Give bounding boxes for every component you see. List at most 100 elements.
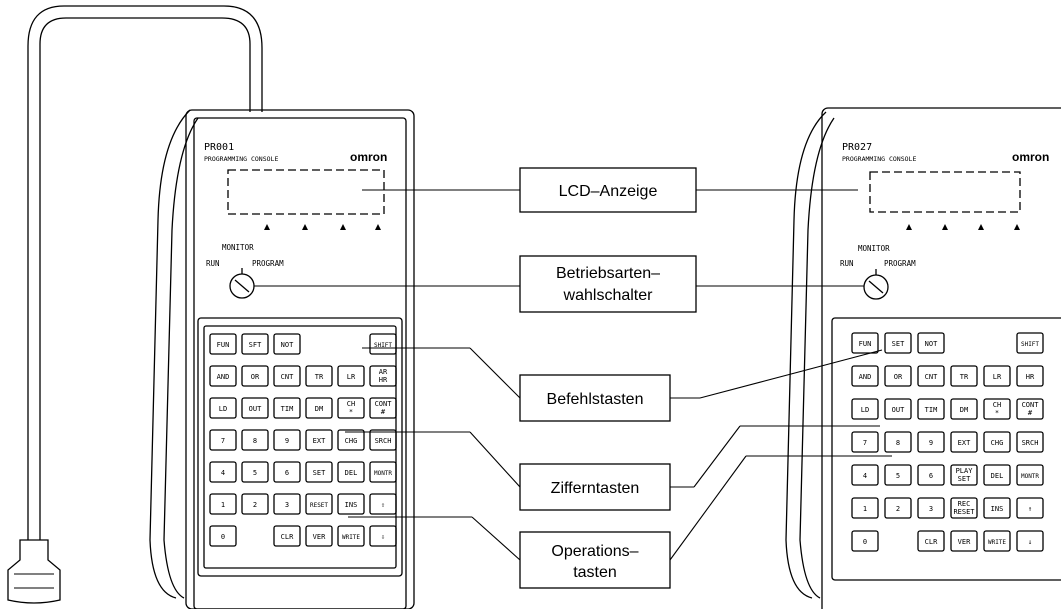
key-or[interactable]: OR <box>884 365 912 387</box>
key-0[interactable]: 0 <box>851 530 879 552</box>
key-label: NOT <box>281 341 294 349</box>
key-label: AND <box>859 373 872 381</box>
key-↓[interactable]: ↓ <box>1016 530 1044 552</box>
key-⇩[interactable]: ⇩ <box>369 525 397 547</box>
key-ch-*[interactable]: CH* <box>983 398 1011 420</box>
key-not[interactable]: NOT <box>273 333 301 355</box>
key-del[interactable]: DEL <box>337 461 365 483</box>
key-ver[interactable]: VER <box>305 525 333 547</box>
key-srch[interactable]: SRCH <box>369 429 397 451</box>
key-clr[interactable]: CLR <box>917 530 945 552</box>
key-write[interactable]: WRITE <box>983 530 1011 552</box>
key-label: LD <box>861 406 869 414</box>
key-5[interactable]: 5 <box>241 461 269 483</box>
key-0[interactable]: 0 <box>209 525 237 547</box>
console-body <box>185 109 415 609</box>
key-fun[interactable]: FUN <box>851 332 879 354</box>
key-3[interactable]: 3 <box>273 493 301 515</box>
key-label: LD <box>219 405 227 413</box>
key-label: 1 <box>863 505 867 513</box>
key-3[interactable]: 3 <box>917 497 945 519</box>
key-ins[interactable]: INS <box>337 493 365 515</box>
key-label: AND <box>217 373 230 381</box>
key-tr[interactable]: TR <box>950 365 978 387</box>
key-8[interactable]: 8 <box>241 429 269 451</box>
key-6[interactable]: 6 <box>273 461 301 483</box>
key-and[interactable]: AND <box>851 365 879 387</box>
key-7[interactable]: 7 <box>209 429 237 451</box>
key-dm[interactable]: DM <box>950 398 978 420</box>
key-cnt[interactable]: CNT <box>273 365 301 387</box>
key-ext[interactable]: EXT <box>305 429 333 451</box>
key-montr[interactable]: MONTR <box>1016 464 1044 486</box>
key-cont-#[interactable]: CONT# <box>369 397 397 419</box>
key-5[interactable]: 5 <box>884 464 912 486</box>
key-or[interactable]: OR <box>241 365 269 387</box>
key-cnt[interactable]: CNT <box>917 365 945 387</box>
key-chg[interactable]: CHG <box>337 429 365 451</box>
key-set[interactable]: SET <box>305 461 333 483</box>
key-label: AR <box>379 368 388 376</box>
key-chg[interactable]: CHG <box>983 431 1011 453</box>
key-label: NOT <box>925 340 938 348</box>
key-fun[interactable]: FUN <box>209 333 237 355</box>
key-2[interactable]: 2 <box>241 493 269 515</box>
key-tim[interactable]: TIM <box>273 397 301 419</box>
key-9[interactable]: 9 <box>273 429 301 451</box>
key-clr[interactable]: CLR <box>273 525 301 547</box>
key-4[interactable]: 4 <box>209 461 237 483</box>
key-set[interactable]: SET <box>884 332 912 354</box>
key-label: 2 <box>896 505 900 513</box>
key-srch[interactable]: SRCH <box>1016 431 1044 453</box>
key-label: # <box>1028 409 1033 417</box>
key-2[interactable]: 2 <box>884 497 912 519</box>
key-label: CH <box>347 400 355 408</box>
key-tr[interactable]: TR <box>305 365 333 387</box>
key-↑[interactable]: ↑ <box>1016 497 1044 519</box>
key-label: VER <box>313 533 326 541</box>
keypad-frame <box>831 317 1061 581</box>
key-⇧[interactable]: ⇧ <box>369 493 397 515</box>
key-cont-#[interactable]: CONT# <box>1016 398 1044 420</box>
key-write[interactable]: WRITE <box>337 525 365 547</box>
key-label: CNT <box>925 373 938 381</box>
key-7[interactable]: 7 <box>851 431 879 453</box>
key-9[interactable]: 9 <box>917 431 945 453</box>
key-out[interactable]: OUT <box>884 398 912 420</box>
key-ins[interactable]: INS <box>983 497 1011 519</box>
key-sft[interactable]: SFT <box>241 333 269 355</box>
key-and[interactable]: AND <box>209 365 237 387</box>
key-out[interactable]: OUT <box>241 397 269 419</box>
key-not[interactable]: NOT <box>917 332 945 354</box>
key-label: 0 <box>221 533 225 541</box>
key-lr[interactable]: LR <box>337 365 365 387</box>
key-shift[interactable]: SHIFT <box>369 333 397 355</box>
key-reset[interactable]: RESET <box>305 493 333 515</box>
key-ver[interactable]: VER <box>950 530 978 552</box>
key-hr[interactable]: HR <box>1016 365 1044 387</box>
hand-strap <box>149 109 199 599</box>
key-4[interactable]: 4 <box>851 464 879 486</box>
key-ld[interactable]: LD <box>851 398 879 420</box>
key-1[interactable]: 1 <box>209 493 237 515</box>
key-ch-*[interactable]: CH* <box>337 397 365 419</box>
key-label: CLR <box>281 533 294 541</box>
key-del[interactable]: DEL <box>983 464 1011 486</box>
key-ld[interactable]: LD <box>209 397 237 419</box>
key-6[interactable]: 6 <box>917 464 945 486</box>
key-1[interactable]: 1 <box>851 497 879 519</box>
key-8[interactable]: 8 <box>884 431 912 453</box>
callout-lcd-label: LCD–Anzeige <box>559 183 658 200</box>
key-dm[interactable]: DM <box>305 397 333 419</box>
key-shift[interactable]: SHIFT <box>1016 332 1044 354</box>
key-lr[interactable]: LR <box>983 365 1011 387</box>
key-label: 4 <box>863 472 867 480</box>
key-tim[interactable]: TIM <box>917 398 945 420</box>
lcd-display <box>869 171 1021 213</box>
key-ext[interactable]: EXT <box>950 431 978 453</box>
key-montr[interactable]: MONTR <box>369 461 397 483</box>
key-label: EXT <box>958 439 971 447</box>
